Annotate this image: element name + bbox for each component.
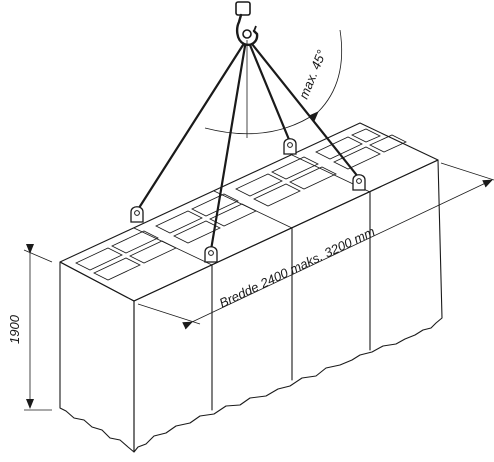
width-dimension-line xyxy=(182,179,493,330)
lifting-eye-right xyxy=(352,174,366,191)
angle-label: max. 45° xyxy=(296,48,329,101)
angle-arc xyxy=(204,111,319,135)
lifting-eye-rear xyxy=(283,138,297,155)
angle-indicator: max. 45° xyxy=(204,29,343,138)
crane-hook-icon xyxy=(235,1,259,46)
container-end-face xyxy=(59,261,135,453)
container-top-openings xyxy=(75,128,407,281)
container-top-face xyxy=(59,122,439,302)
lifting-eye-front xyxy=(204,246,218,263)
height-label: 1900 xyxy=(7,314,22,344)
angle-arrow xyxy=(308,29,343,122)
container-front-face xyxy=(133,159,443,453)
width-label: Bredde 2400 maks. 3200 mm xyxy=(217,224,378,311)
lifting-eye-left xyxy=(130,206,144,223)
height-dimension: 1900 xyxy=(7,244,53,411)
